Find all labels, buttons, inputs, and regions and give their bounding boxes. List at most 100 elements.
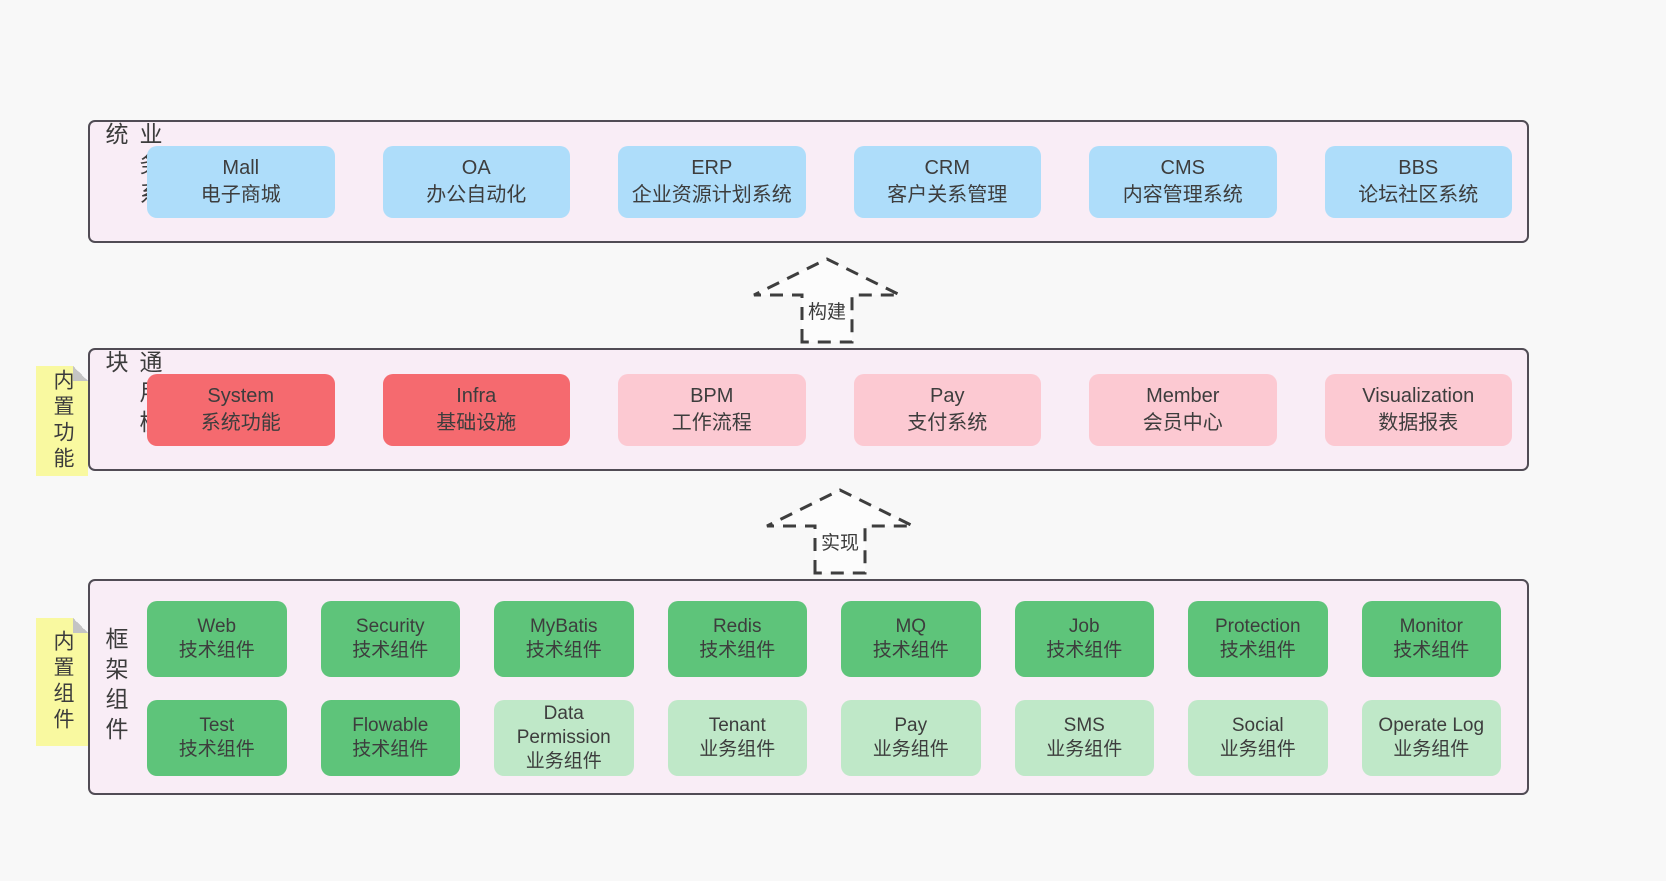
box-visualization: Visualization 数据报表 xyxy=(1324,373,1512,446)
sticky-text: 内置功能 xyxy=(51,369,74,473)
box-desc: 数据报表 xyxy=(1378,411,1459,434)
box-name: MyBatis xyxy=(529,615,598,637)
box-system: System 系统功能 xyxy=(147,373,335,446)
box-name: Mall xyxy=(222,157,260,180)
box-name: CRM xyxy=(924,157,971,180)
box-name: Operate Log xyxy=(1378,714,1485,736)
box-desc: 业务组件 xyxy=(699,739,776,760)
box-name: Member xyxy=(1146,385,1220,408)
box-name: Data Permission xyxy=(516,702,611,748)
box-desc: 办公自动化 xyxy=(426,183,527,206)
box-desc: 技术组件 xyxy=(699,640,776,661)
box-sms: SMS 业务组件 xyxy=(1014,700,1154,776)
box-name: Monitor xyxy=(1399,615,1463,637)
box-desc: 技术组件 xyxy=(178,640,255,661)
box-web: Web 技术组件 xyxy=(147,601,287,677)
common-box-row: System 系统功能 Infra 基础设施 BPM 工作流程 Pay 支付系统… xyxy=(147,350,1512,469)
box-name: Protection xyxy=(1214,615,1301,637)
box-name: Pay xyxy=(894,714,928,736)
box-desc: 业务组件 xyxy=(1219,739,1296,760)
box-name: MQ xyxy=(895,615,927,637)
box-name: BPM xyxy=(690,385,734,408)
folded-corner-icon xyxy=(73,618,88,633)
box-desc: 企业资源计划系统 xyxy=(631,183,792,206)
box-social: Social 业务组件 xyxy=(1188,700,1328,776)
box-protection: Protection 技术组件 xyxy=(1188,601,1328,677)
box-name: BBS xyxy=(1398,157,1439,180)
box-member: Member 会员中心 xyxy=(1089,373,1277,446)
box-desc: 电子商城 xyxy=(200,183,281,206)
box-name: SMS xyxy=(1063,714,1105,736)
box-name: ERP xyxy=(691,157,733,180)
box-oa: OA 办公自动化 xyxy=(382,145,570,218)
box-desc: 技术组件 xyxy=(1046,640,1123,661)
box-name: Security xyxy=(355,615,425,637)
box-name: Flowable xyxy=(352,714,429,736)
box-desc: 基础设施 xyxy=(436,411,517,434)
business-box-row: Mall 电子商城 OA 办公自动化 ERP 企业资源计划系统 CRM 客户关系… xyxy=(147,122,1512,241)
box-cms: CMS 内容管理系统 xyxy=(1089,145,1277,218)
band-label-framework: 框架组件 xyxy=(102,627,128,747)
box-mq: MQ 技术组件 xyxy=(841,601,981,677)
sticky-note-built-in-components: 内置组件 xyxy=(36,618,88,746)
arrow-build-label: 构建 xyxy=(804,297,850,324)
box-name: Social xyxy=(1231,714,1284,736)
box-desc: 支付系统 xyxy=(907,411,988,434)
box-desc: 工作流程 xyxy=(671,411,752,434)
folded-corner-icon xyxy=(73,366,88,381)
box-desc: 系统功能 xyxy=(200,411,281,434)
box-infra: Infra 基础设施 xyxy=(382,373,570,446)
box-desc: 业务组件 xyxy=(525,751,602,773)
box-desc: 技术组件 xyxy=(352,640,429,661)
box-desc: 技术组件 xyxy=(352,739,429,760)
box-name: Redis xyxy=(712,615,762,637)
arrow-implement: 实现 xyxy=(764,486,916,576)
box-name: Job xyxy=(1068,615,1100,637)
box-name: CMS xyxy=(1160,157,1205,180)
box-flowable: Flowable 技术组件 xyxy=(320,700,460,776)
box-desc: 技术组件 xyxy=(1393,640,1470,661)
box-pay-component: Pay 业务组件 xyxy=(841,700,981,776)
box-desc: 会员中心 xyxy=(1142,411,1223,434)
band-framework-components: 框架组件 Web 技术组件 Security 技术组件 MyBatis 技术组件… xyxy=(88,579,1529,795)
box-desc: 内容管理系统 xyxy=(1122,183,1243,206)
box-name: Tenant xyxy=(708,714,766,736)
arrow-implement-label: 实现 xyxy=(817,528,863,555)
box-desc: 论坛社区系统 xyxy=(1358,183,1479,206)
box-desc: 技术组件 xyxy=(872,640,949,661)
framework-box-row-2: Test 技术组件 Flowable 技术组件 Data Permission … xyxy=(147,700,1501,776)
sticky-note-built-in-features: 内置功能 xyxy=(36,366,88,476)
box-name: Visualization xyxy=(1362,385,1475,408)
box-mybatis: MyBatis 技术组件 xyxy=(494,601,634,677)
box-mall: Mall 电子商城 xyxy=(147,145,335,218)
sticky-text: 内置组件 xyxy=(51,630,74,734)
box-desc: 技术组件 xyxy=(178,739,255,760)
box-desc: 业务组件 xyxy=(872,739,949,760)
box-pay-module: Pay 支付系统 xyxy=(853,373,1041,446)
box-name: Infra xyxy=(456,385,497,408)
framework-box-row-1: Web 技术组件 Security 技术组件 MyBatis 技术组件 Redi… xyxy=(147,601,1501,677)
box-desc: 业务组件 xyxy=(1046,739,1123,760)
box-bbs: BBS 论坛社区系统 xyxy=(1324,145,1512,218)
box-data-permission: Data Permission 业务组件 xyxy=(494,700,634,776)
box-name: Web xyxy=(197,615,237,637)
box-test: Test 技术组件 xyxy=(147,700,287,776)
box-name: OA xyxy=(461,157,491,180)
box-name: Pay xyxy=(930,385,965,408)
box-name: System xyxy=(207,385,275,408)
arrow-build: 构建 xyxy=(751,255,903,345)
box-monitor: Monitor 技术组件 xyxy=(1361,601,1501,677)
box-operate-log: Operate Log 业务组件 xyxy=(1361,700,1501,776)
box-security: Security 技术组件 xyxy=(320,601,460,677)
box-desc: 技术组件 xyxy=(525,640,602,661)
box-desc: 技术组件 xyxy=(1219,640,1296,661)
box-name: Test xyxy=(199,714,235,736)
box-bpm: BPM 工作流程 xyxy=(618,373,806,446)
box-redis: Redis 技术组件 xyxy=(667,601,807,677)
band-common-modules: 通用模块 System 系统功能 Infra 基础设施 BPM 工作流程 Pay… xyxy=(88,348,1529,471)
box-desc: 客户关系管理 xyxy=(887,183,1008,206)
box-erp: ERP 企业资源计划系统 xyxy=(618,145,806,218)
box-job: Job 技术组件 xyxy=(1014,601,1154,677)
box-crm: CRM 客户关系管理 xyxy=(853,145,1041,218)
box-desc: 业务组件 xyxy=(1393,739,1470,760)
